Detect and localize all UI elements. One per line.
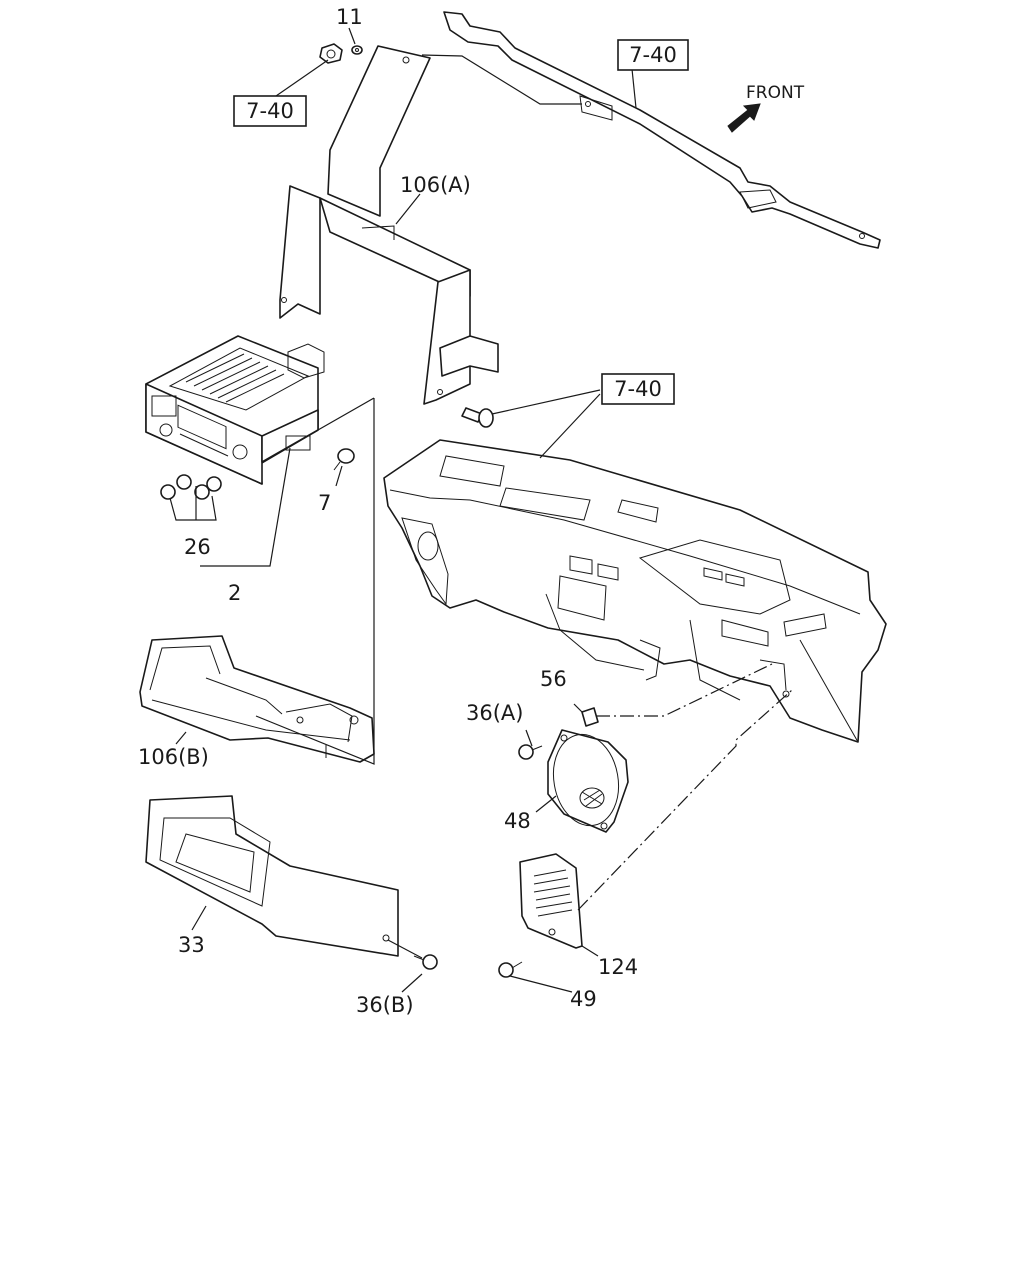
screw-49-part	[498, 961, 523, 978]
speaker-48-part	[547, 729, 629, 833]
radio-unit-part	[145, 335, 325, 485]
bracket-106b-part	[139, 635, 375, 763]
callout-11: 11	[336, 5, 363, 29]
cross-bar-part	[443, 11, 881, 249]
callout-7: 7	[318, 491, 331, 515]
ref-box-top-right: 7-40	[617, 39, 689, 71]
callout-33: 33	[178, 933, 205, 957]
callout-124: 124	[598, 955, 638, 979]
bezel-33-part	[145, 795, 399, 957]
callout-56: 56	[540, 667, 567, 691]
callout-48: 48	[504, 809, 531, 833]
ref-box-top-left: 7-40	[233, 95, 307, 127]
knob-26-part	[160, 474, 222, 500]
front-label: FRONT	[746, 83, 805, 103]
bolt-part	[461, 407, 494, 428]
callout-26: 26	[184, 535, 211, 559]
ref-top-right-label: 7-40	[629, 43, 677, 67]
leader-lines	[169, 27, 637, 993]
nut-part	[319, 43, 343, 64]
front-arrow-icon	[727, 103, 761, 133]
screw-36b-part	[413, 954, 438, 970]
grille-124-part	[519, 853, 583, 949]
bracket-106a-part	[279, 45, 499, 405]
screw-36a-part	[518, 744, 543, 760]
callout-106b: 106(B)	[138, 745, 209, 769]
clip-56-part	[581, 707, 599, 727]
instrument-panel-part	[383, 439, 887, 743]
callout-36b: 36(B)	[356, 993, 414, 1017]
callout-2: 2	[228, 581, 241, 605]
ref-box-mid: 7-40	[601, 373, 675, 405]
callout-106a: 106(A)	[400, 173, 471, 197]
ref-mid-label: 7-40	[614, 377, 662, 401]
assembly-lines	[577, 663, 793, 911]
screw-7-part	[333, 448, 355, 471]
callout-36a: 36(A)	[466, 701, 523, 725]
washer-11-part	[351, 45, 363, 55]
callout-49: 49	[570, 987, 597, 1011]
ref-top-left-label: 7-40	[246, 99, 294, 123]
